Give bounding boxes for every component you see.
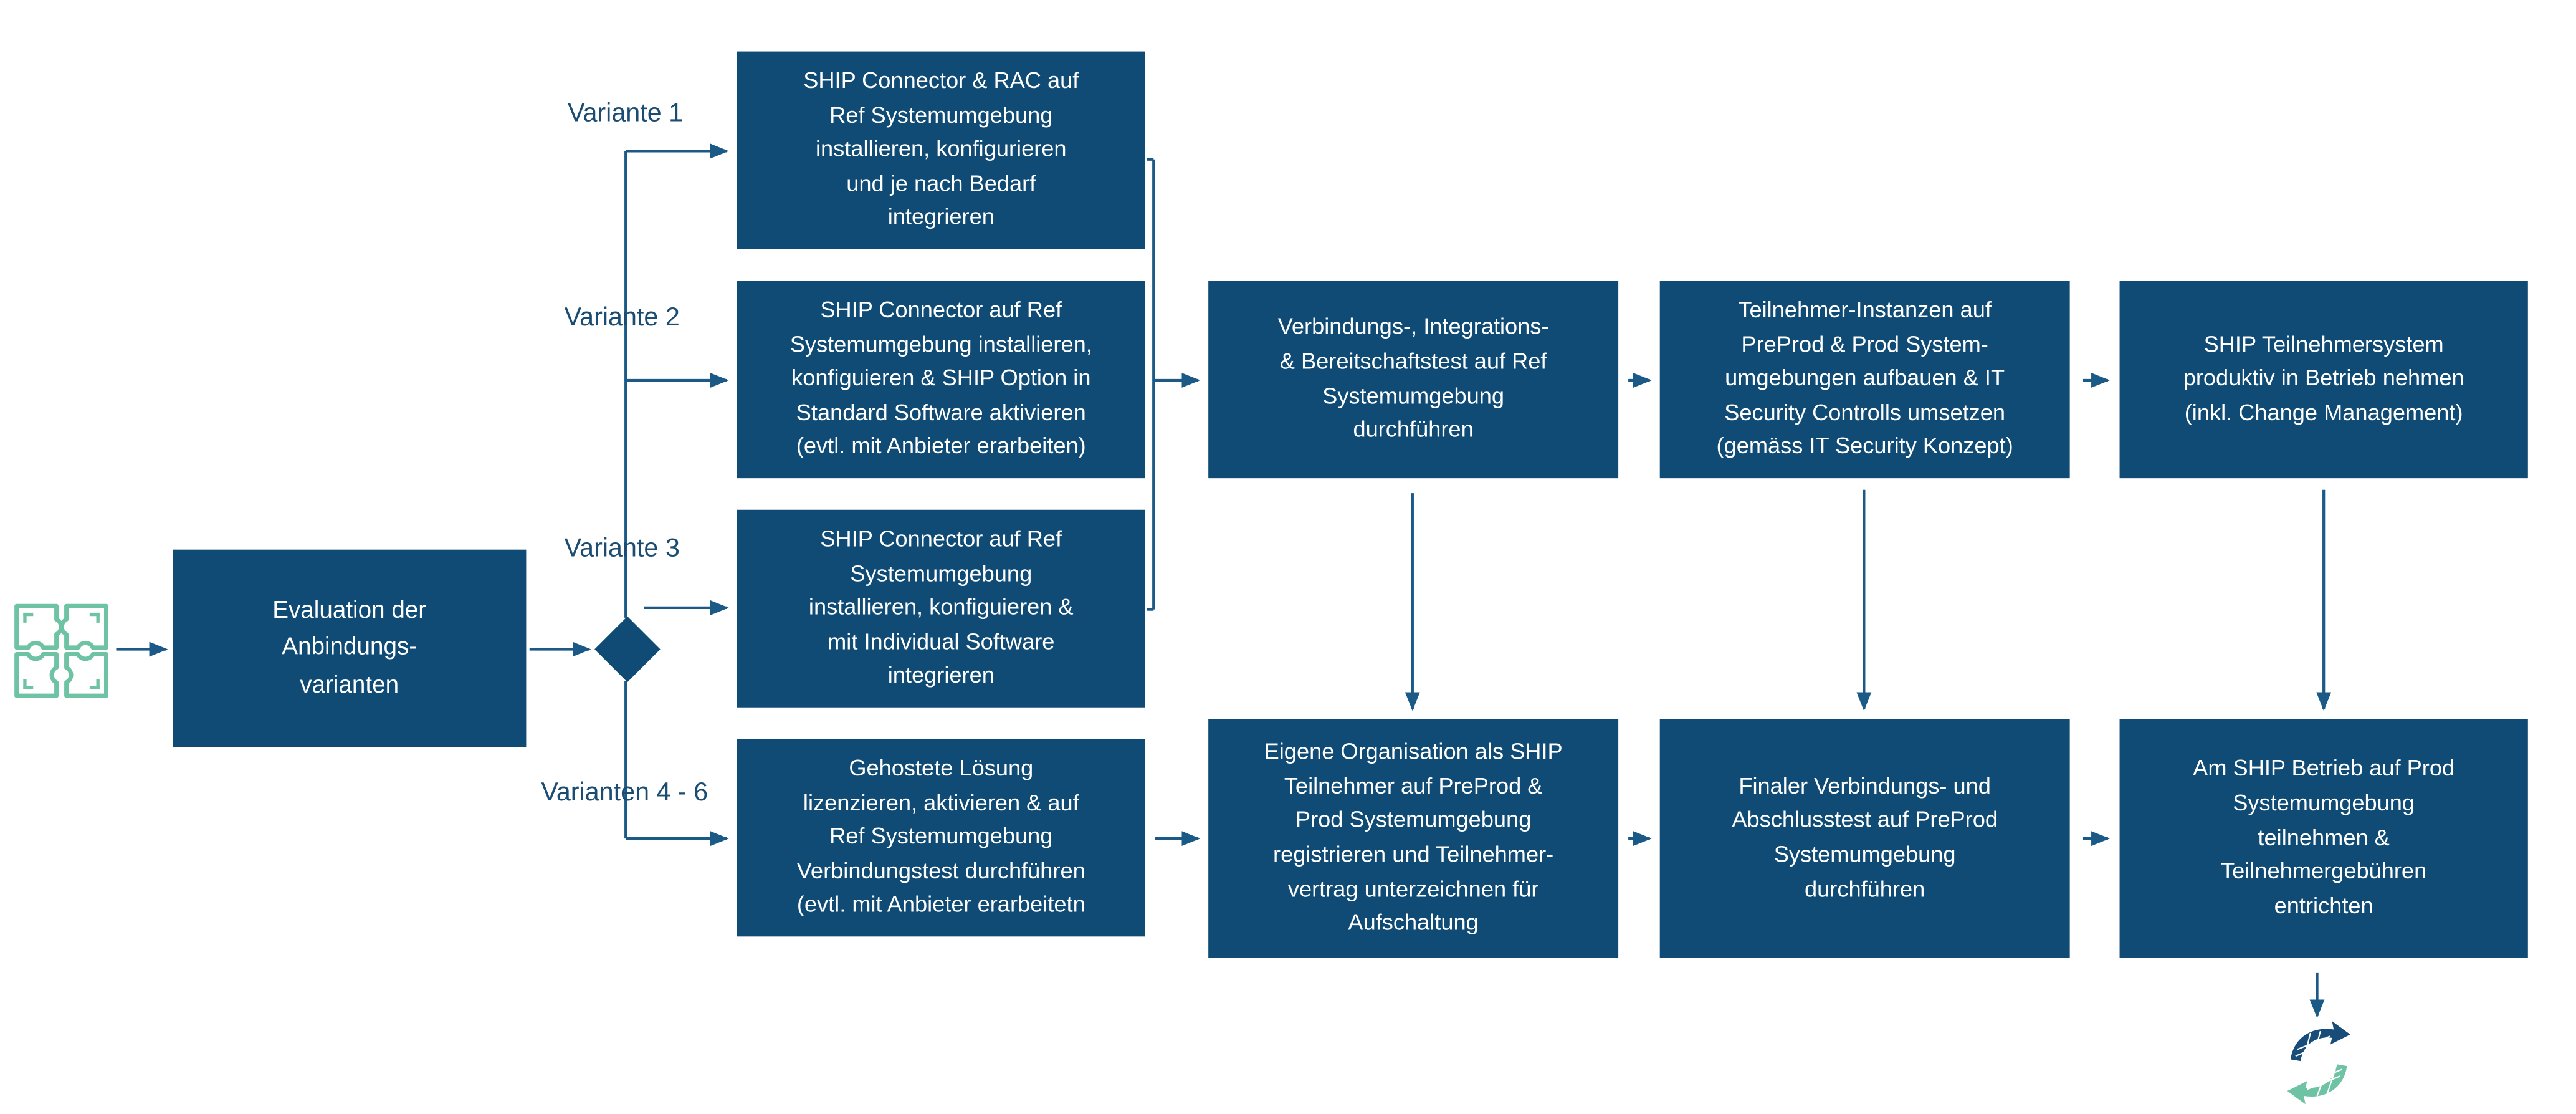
step-variante-1-text: SHIP Connector & RAC auf Ref Systemumgeb…: [803, 67, 1079, 230]
ship-logo-icon: [2281, 1020, 2357, 1114]
puzzle-icon: [13, 603, 109, 708]
step-variante-2-text: SHIP Connector auf Ref Systemumgebung in…: [789, 297, 1092, 459]
final-test-box: Finaler Verbindungs- und Abschlusstest a…: [1659, 719, 2070, 958]
evaluation-box: Evaluation der Anbindungs- varianten: [173, 549, 527, 747]
step-variante-3-box: SHIP Connector auf Ref Systemumgebung in…: [737, 509, 1145, 708]
step-hosted-solution-text: Gehostete Lösung lizenzieren, aktivieren…: [796, 755, 1085, 918]
ship-operation-text: Am SHIP Betrieb auf Prod Systemumgebung …: [2193, 756, 2455, 918]
connection-test-box: Verbindungs-, Integrations- & Bereitscha…: [1208, 281, 1619, 479]
registration-text: Eigene Organisation als SHIP Teilnehmer …: [1264, 739, 1563, 936]
participant-instances-text: Teilnehmer-Instanzen auf PreProd & Prod …: [1716, 297, 2013, 459]
go-live-text: SHIP Teilnehmersystem produktiv in Betri…: [2183, 331, 2464, 425]
step-variante-3-text: SHIP Connector auf Ref Systemumgebung in…: [808, 526, 1074, 689]
registration-box: Eigene Organisation als SHIP Teilnehmer …: [1208, 719, 1619, 958]
step-hosted-solution-box: Gehostete Lösung lizenzieren, aktivieren…: [737, 739, 1145, 937]
label-varianten-4-6: Varianten 4 - 6: [541, 779, 708, 807]
evaluation-text: Evaluation der Anbindungs- varianten: [272, 598, 427, 699]
label-variante-3: Variante 3: [564, 534, 680, 563]
connection-test-text: Verbindungs-, Integrations- & Bereitscha…: [1277, 314, 1549, 442]
final-test-text: Finaler Verbindungs- und Abschlusstest a…: [1732, 773, 1998, 901]
label-variante-2: Variante 2: [564, 304, 680, 332]
ship-operation-box: Am SHIP Betrieb auf Prod Systemumgebung …: [2119, 719, 2528, 958]
label-variante-1: Variante 1: [567, 99, 684, 128]
go-live-box: SHIP Teilnehmersystem produktiv in Betri…: [2119, 281, 2528, 479]
step-variante-1-box: SHIP Connector & RAC auf Ref Systemumgeb…: [737, 51, 1145, 249]
step-variante-2-box: SHIP Connector auf Ref Systemumgebung in…: [737, 281, 1145, 479]
participant-instances-box: Teilnehmer-Instanzen auf PreProd & Prod …: [1659, 281, 2070, 479]
